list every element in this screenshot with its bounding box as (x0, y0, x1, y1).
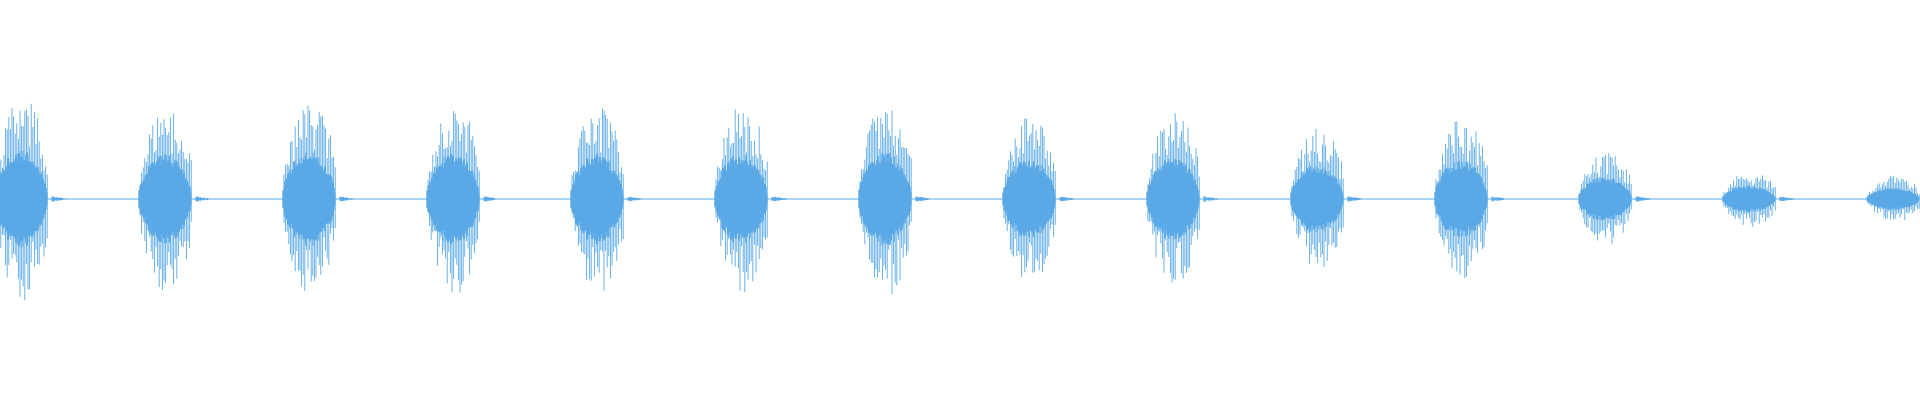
waveform-burst-peaks (1147, 113, 1200, 283)
waveform-burst-tail (51, 196, 70, 202)
waveform-burst (1002, 118, 1078, 277)
waveform-burst (426, 111, 502, 293)
waveform-burst (138, 113, 214, 290)
waveform-burst (1146, 113, 1222, 283)
waveform-burst-tail (1059, 196, 1078, 202)
waveform-burst-tail (339, 196, 358, 202)
waveform-burst (570, 108, 646, 291)
waveform-burst-peaks (1867, 175, 1920, 221)
waveform-burst-peaks (283, 105, 336, 291)
waveform-bursts (0, 103, 1920, 301)
waveform-burst-tail (1635, 196, 1654, 202)
waveform-burst-peaks (859, 110, 912, 295)
waveform-burst-peaks (427, 111, 480, 293)
waveform-burst-tail (1203, 196, 1222, 202)
waveform-burst (0, 103, 70, 301)
waveform-burst-peaks (571, 108, 624, 291)
waveform-burst-tail (627, 196, 646, 202)
waveform-burst-tail (483, 196, 502, 202)
waveform-burst-peaks (1003, 118, 1056, 277)
waveform-burst-tail (915, 196, 934, 202)
waveform-burst (1866, 175, 1920, 221)
waveform-burst-peaks (1723, 175, 1776, 227)
waveform-burst-tail (195, 196, 214, 202)
waveform-burst-tail (1779, 196, 1798, 202)
waveform-burst (858, 110, 934, 295)
waveform-burst (1434, 121, 1510, 278)
waveform-burst-peaks (1579, 153, 1632, 244)
waveform-burst-tail (1491, 196, 1510, 202)
waveform-burst (1290, 129, 1366, 267)
waveform-burst-tail (1347, 196, 1366, 202)
waveform-burst-peaks (1435, 121, 1488, 278)
waveform-burst (282, 105, 358, 291)
waveform-burst-peaks (0, 103, 48, 301)
waveform-burst (1578, 153, 1654, 244)
waveform-burst-peaks (1291, 129, 1344, 267)
waveform-burst-tail (771, 196, 790, 202)
waveform-burst (1722, 175, 1798, 227)
waveform-burst-peaks (715, 109, 768, 293)
waveform-burst (714, 109, 790, 293)
waveform-burst-peaks (139, 113, 192, 290)
